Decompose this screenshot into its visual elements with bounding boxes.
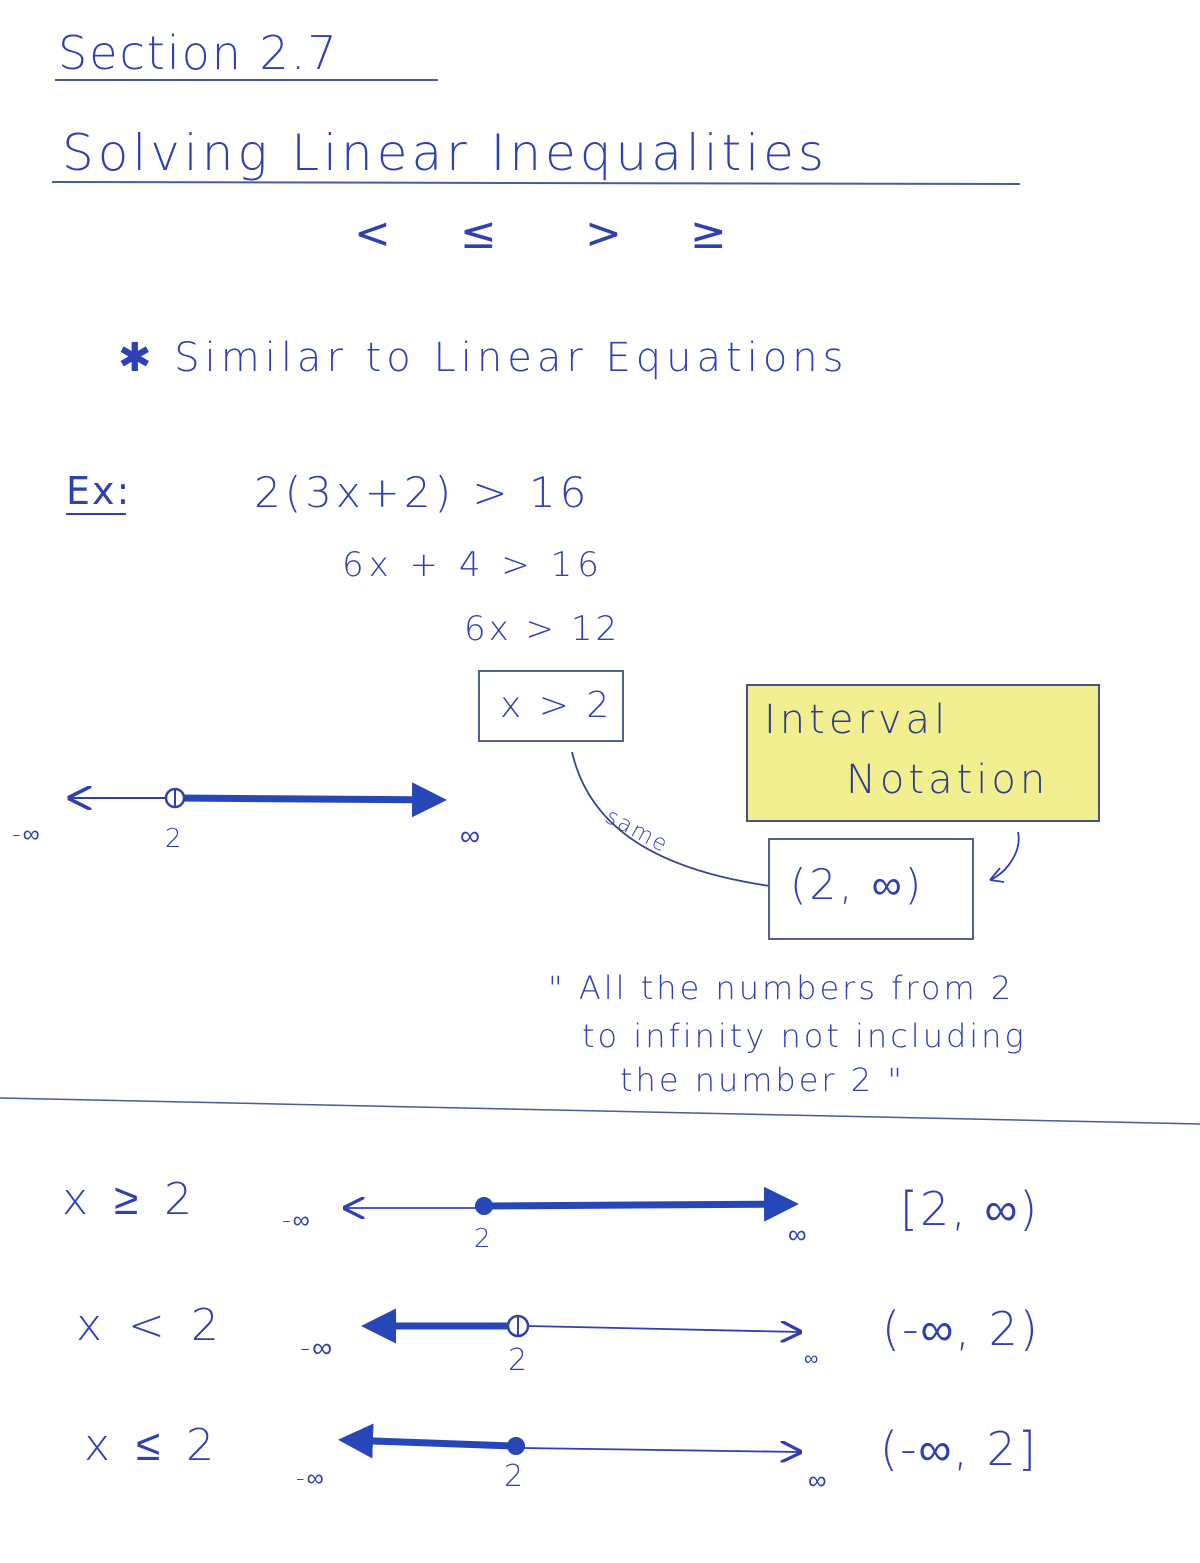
section-heading: Section 2.7	[58, 26, 339, 80]
row-1-left-label: -∞	[282, 1206, 312, 1234]
closed-dot	[507, 1437, 525, 1455]
row-3-right-label: ∞	[808, 1466, 829, 1496]
symbol-le: ≤	[460, 208, 499, 259]
page-title: Solving Linear Inequalities	[62, 124, 828, 182]
quote-line-1: " All the numbers from 2	[548, 969, 1015, 1007]
interval-value: (2, ∞)	[790, 860, 925, 909]
similar-note: ✱ Similar to Linear Equations	[118, 335, 849, 381]
interval-label-line2: Notation	[846, 757, 1050, 803]
number-line-row-3	[338, 1423, 800, 1455]
row-1-interval: [2, ∞)	[900, 1182, 1040, 1236]
row-2-interval: (-∞, 2)	[882, 1302, 1040, 1356]
symbol-lt: <	[354, 208, 393, 259]
symbol-ge: ≥	[690, 208, 729, 259]
first-line-point-label: 2	[165, 824, 184, 854]
row-3-left-label: -∞	[296, 1464, 326, 1492]
answer: x > 2	[500, 685, 613, 726]
number-line-row-2	[361, 1308, 800, 1344]
pointer-arrow-icon	[989, 831, 1020, 883]
same-connector	[571, 751, 771, 887]
row-2-right-label: ∞	[804, 1346, 821, 1370]
row-2-left-label: -∞	[300, 1331, 335, 1364]
first-line-left-label: -∞	[12, 820, 42, 848]
row-3-inequality: x ≤ 2	[84, 1420, 221, 1471]
quote-line-3: the number 2 "	[620, 1061, 905, 1099]
quote-line-2: to infinity not including	[582, 1017, 1027, 1055]
row-3-point-label: 2	[504, 1459, 526, 1494]
answer-box	[478, 670, 624, 742]
first-line-right-label: ∞	[460, 819, 482, 852]
row-1-point-label: 2	[474, 1224, 493, 1254]
interval-label-line1: Interval	[764, 697, 950, 743]
step-1: 2(3x+2) > 16	[254, 468, 591, 517]
row-3-interval: (-∞, 2]	[880, 1422, 1038, 1476]
title-underline	[51, 181, 1021, 185]
interval-notation-callout	[746, 684, 1100, 822]
number-line-row-1	[345, 1186, 799, 1222]
row-2-inequality: x < 2	[76, 1300, 225, 1351]
step-3: 6x > 12	[464, 609, 621, 649]
closed-dot	[475, 1197, 493, 1215]
divider	[0, 1097, 1200, 1125]
symbol-gt: >	[585, 208, 624, 259]
step-2: 6x + 4 > 16	[342, 545, 604, 585]
row-2-point-label: 2	[508, 1343, 530, 1378]
number-line-open-2	[70, 782, 447, 818]
example-label: Ex:	[66, 469, 132, 513]
row-1-right-label: ∞	[788, 1220, 809, 1250]
row-1-inequality: x ≥ 2	[62, 1174, 199, 1225]
interval-value-box	[768, 838, 974, 940]
